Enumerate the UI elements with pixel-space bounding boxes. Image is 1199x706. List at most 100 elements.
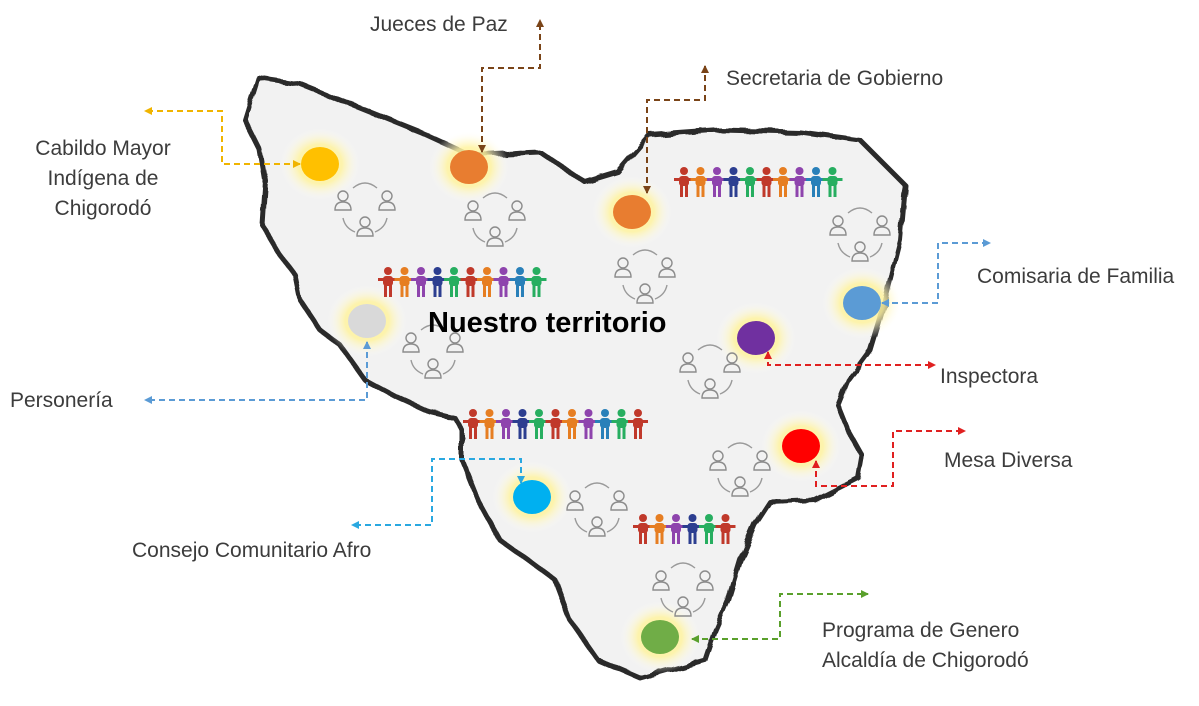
person-icon [529,409,549,439]
people-chain [674,167,843,197]
community-cycle-icon [566,482,628,537]
person-icon [682,514,703,544]
connector-secretaria [646,66,706,193]
arrowhead-mesa-0 [958,427,966,435]
arrowhead-jueces-0 [536,19,544,27]
label-programa-line-2: Alcaldía de Chigorodó [822,649,1029,672]
person-icon [460,267,481,297]
arrowhead-consejo-1 [517,476,525,484]
people-chain [633,514,736,544]
community-cycle-icon [334,182,396,237]
arrowhead-programa-1 [691,635,699,643]
arrowhead-cabildo-1 [293,160,301,168]
connector-jueces [481,20,541,152]
person-icon [477,267,497,297]
arrowhead-secretaria-1 [643,186,651,194]
connector-comisaria [882,242,990,304]
actor-node-comisaria [843,286,881,320]
community-cycle-icon [829,207,891,262]
people-chain [463,409,648,439]
connector-programa [692,593,868,640]
arrowhead-programa-0 [861,590,869,598]
person-icon [806,167,826,197]
community-cycle-icon [614,249,676,304]
actor-node-consejo [513,480,551,514]
person-icon [394,267,415,297]
arrowhead-comisaria-0 [983,239,991,247]
connector-cabildo [145,110,300,165]
person-icon [444,267,464,297]
community-cycle-icon [709,442,771,497]
arrowhead-jueces-1 [478,145,486,153]
person-icon [463,409,483,439]
label-cabildo-line-2: Indígena de [47,167,159,190]
label-jueces-de-paz: Jueces de Paz [370,13,508,36]
person-icon [649,514,670,544]
person-icon [578,409,599,439]
label-personeria: Personería [10,389,113,412]
person-icon [493,267,514,297]
person-icon [512,409,533,439]
person-icon [674,167,694,197]
people-groups [378,167,843,544]
label-programa-de-genero: Programa de Genero Alcaldía de Chigorodó [822,616,1029,676]
community-cycle-icon [464,192,526,247]
person-icon [740,167,760,197]
person-icon [822,167,843,197]
person-icon [562,409,582,439]
connector-consejo [352,458,522,526]
arrowhead-inspectora-1 [764,351,772,359]
person-icon [715,514,736,544]
label-cabildo-mayor: Cabildo Mayor Indígena de Chigorodó [24,134,182,224]
actor-node-personeria [348,304,386,338]
label-comisaria-de-familia: Comisaria de Familia [977,265,1175,288]
territory-shape [242,75,908,681]
person-icon [633,514,653,544]
arrowhead-secretaria-0 [701,65,709,73]
territory-title: Nuestro territorio [428,307,667,339]
label-mesa-diversa: Mesa Diversa [944,449,1073,472]
arrowhead-consejo-0 [351,521,359,529]
actor-node-jueces [450,150,488,184]
person-icon [690,167,711,197]
arrowhead-personeria-1 [363,341,371,349]
arrowhead-comisaria-1 [881,299,889,307]
connector-arrows [144,19,991,643]
connector-personeria [145,342,368,401]
label-programa-line-1: Programa de Genero [822,619,1020,642]
person-icon [545,409,566,439]
connector-mesa [815,430,965,487]
actor-nodes [301,147,881,654]
actor-node-cabildo [301,147,339,181]
person-icon [666,514,686,544]
community-cycle-icon [679,344,741,399]
label-cabildo-line-1: Cabildo Mayor [35,137,171,160]
person-icon [773,167,793,197]
person-icon [510,267,530,297]
actor-node-programa [641,620,679,654]
actor-node-mesa [782,429,820,463]
person-icon [611,409,632,439]
arrowhead-cabildo-0 [144,107,152,115]
person-icon [479,409,500,439]
arrowhead-mesa-1 [812,460,820,468]
person-icon [723,167,744,197]
label-consejo-comunitario-afro: Consejo Comunitario Afro [132,539,372,562]
community-cycle-icon [402,324,464,379]
person-icon [699,514,719,544]
people-chain [378,267,547,297]
community-cycle-icon [652,562,714,617]
person-icon [378,267,398,297]
actor-node-secretaria [613,195,651,229]
person-icon [595,409,615,439]
person-icon [707,167,727,197]
arrowhead-inspectora-0 [928,361,936,369]
arrowhead-personeria-0 [144,396,152,404]
label-inspectora: Inspectora [940,365,1039,388]
person-icon [789,167,810,197]
community-cycles [334,182,891,617]
label-secretaria-de-gobierno: Secretaria de Gobierno [726,67,944,90]
person-icon [526,267,547,297]
